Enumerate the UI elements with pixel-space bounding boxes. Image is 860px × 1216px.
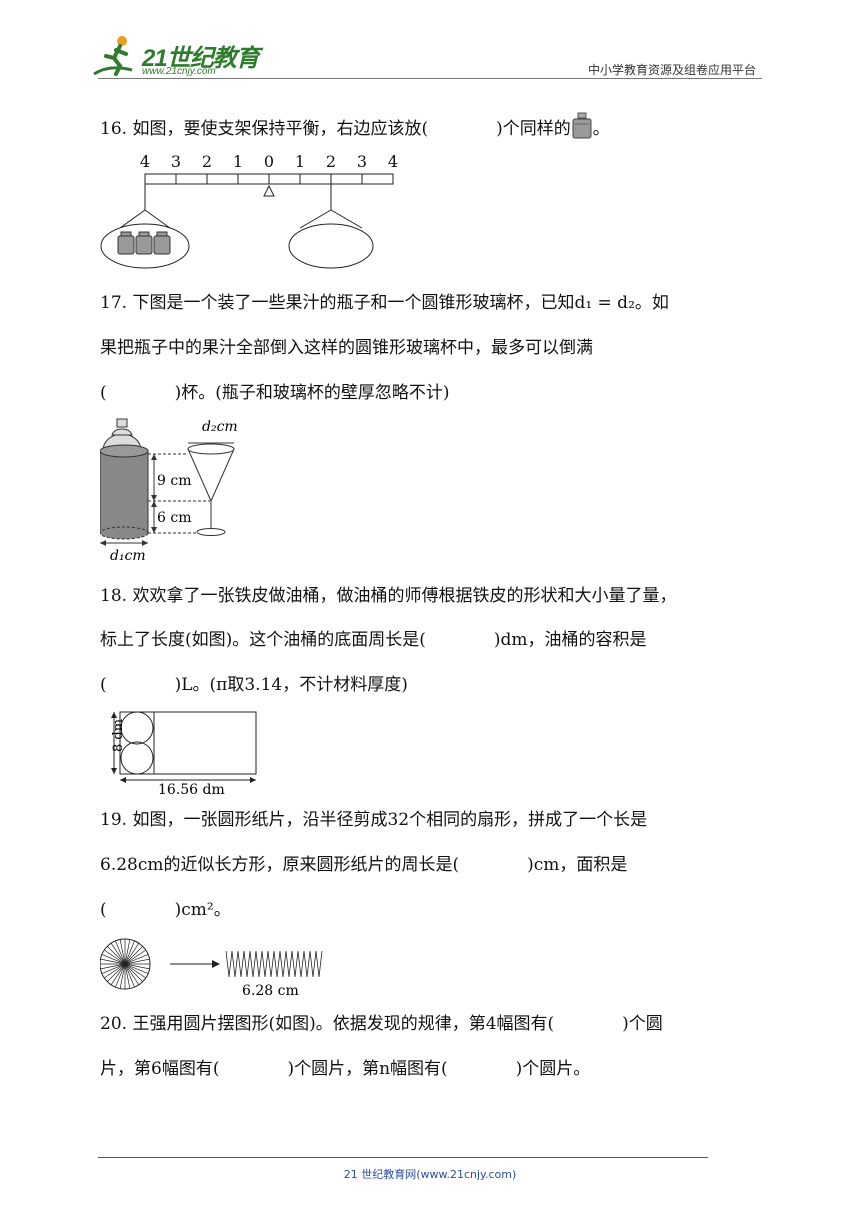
sector-line (124, 946, 143, 965)
scale-number: 3 (171, 152, 181, 171)
label-9cm: 9 cm (157, 473, 191, 489)
sector-line (119, 963, 126, 989)
question-19-line-3: ( )cm²。 (100, 900, 231, 920)
label-8dm: 8 dm (111, 719, 126, 752)
sector-line (115, 940, 126, 965)
question-20-line-2: 片，第6幅图有( )个圆片，第n幅图有( )个圆片。 (100, 1059, 591, 1079)
sector-line (104, 949, 126, 965)
header-divider (98, 78, 762, 79)
sector-line (107, 946, 126, 965)
sector-line (124, 963, 135, 988)
scale-number: 4 (140, 152, 150, 171)
question-19-line-1: 19. 如图，一张圆形纸片，沿半径剪成32个相同的扇形，拼成了一个长是 (100, 810, 648, 830)
question-18-line-3: ( )L。(π取3.14，不计材料厚度) (100, 675, 408, 695)
question-17-line-2: 果把瓶子中的果汁全部倒入这样的圆锥形玻璃杯中，最多可以倒满 (100, 338, 593, 358)
scale-number: 2 (326, 152, 336, 171)
balance-figure: 4 3 2 1 0 1 2 3 4 (100, 152, 398, 269)
question-16-text: 16. 如图，要使支架保持平衡，右边应该放( )个同样的 (100, 119, 571, 139)
sector-line (100, 963, 126, 970)
question-17-line-3: ( )杯。(瓶子和玻璃杯的壁厚忽略不计) (100, 383, 450, 403)
sector-line (115, 963, 126, 988)
question-16-end: 。 (592, 119, 610, 139)
sector-line (110, 943, 126, 965)
label-d2: d₂cm (202, 419, 238, 435)
scale-number: 3 (357, 152, 367, 171)
sector-line (119, 939, 126, 965)
sector-line (124, 963, 131, 989)
scale-number: 2 (202, 152, 212, 171)
weight-icon (572, 112, 592, 139)
sector-line (110, 963, 126, 985)
site-logo: 21世纪教育 www.21cnjy.com (92, 34, 262, 80)
question-19-line-2: 6.28cm的近似长方形，原来圆形纸片的周长是( )cm，面积是 (100, 855, 628, 875)
sheet-metal-figure: 8 dm 16.56 dm (111, 711, 257, 798)
question-16: 16. 如图，要使支架保持平衡，右边应该放( )个同样的 。 (100, 112, 610, 140)
sector-line (124, 939, 131, 965)
circle-to-rectangle-figure: 6.28 cm (100, 938, 323, 999)
sector-line (124, 963, 146, 979)
sector-line (101, 963, 126, 974)
sector-zigzag (225, 950, 323, 978)
bottle-glass-figure: 9 cm 6 cm d₂cm d₁cm (100, 418, 238, 564)
sector-line (124, 963, 143, 982)
sector-line (124, 963, 140, 985)
question-18-line-1: 18. 欢欢拿了一张铁皮做油桶，做油桶的师傅根据铁皮的形状和大小量了量， (100, 586, 677, 606)
sector-line (124, 943, 140, 965)
label-d1: d₁cm (110, 548, 146, 564)
label-6-28cm: 6.28 cm (242, 983, 299, 999)
scale-number: 1 (233, 152, 243, 171)
scale-number: 4 (388, 152, 398, 171)
footer-divider (98, 1157, 708, 1158)
scale-number: 0 (264, 152, 274, 171)
page-footer: 21 世纪教育网(www.21cnjy.com) (343, 1168, 517, 1181)
sector-line (104, 963, 126, 979)
sector-line (124, 949, 146, 965)
page-header: 21世纪教育 www.21cnjy.com 中小学教育资源及组卷应用平台 (0, 0, 860, 90)
question-17-line-1: 17. 下图是一个装了一些果汁的瓶子和一个圆锥形玻璃杯，已知d₁ = d₂。如 (100, 293, 669, 313)
label-16-56dm: 16.56 dm (158, 782, 225, 798)
logo-text: 21世纪教育 (142, 45, 260, 72)
question-18-line-2: 标上了长度(如图)。这个油桶的底面周长是( )dm，油桶的容积是 (100, 630, 647, 650)
label-6cm: 6 cm (157, 510, 191, 526)
sector-line (124, 940, 135, 965)
question-20-line-1: 20. 王强用圆片摆图形(如图)。依据发现的规律，第4幅图有( )个圆 (100, 1014, 663, 1034)
sector-line (100, 958, 126, 965)
logo-url: www.21cnjy.com (142, 66, 216, 77)
sector-line (124, 963, 150, 970)
scale-number: 1 (295, 152, 305, 171)
sector-line (101, 954, 126, 965)
sector-line (124, 958, 150, 965)
sector-line (124, 963, 149, 974)
runner-logo-icon (93, 36, 133, 76)
header-slogan: 中小学教育资源及组卷应用平台 (587, 63, 756, 77)
sector-line (124, 954, 149, 965)
sector-line (107, 963, 126, 982)
